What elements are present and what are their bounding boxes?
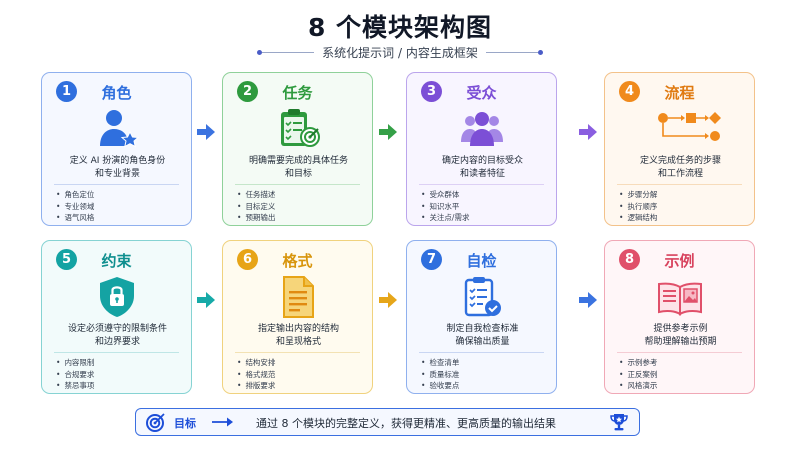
- arrow-right-icon: [579, 124, 597, 140]
- module-description: 提供参考示例帮助理解输出预期: [644, 324, 717, 347]
- module-description: 制定自我检查标准确保输出质量: [446, 324, 519, 347]
- module-description: 指定输出内容的结构和呈现格式: [257, 324, 339, 347]
- goal-text: 通过 8 个模块的完整定义，获得更精准、更高质量的输出结果: [256, 417, 556, 430]
- subtitle-row: 系统化提示词 / 内容生成框架: [0, 44, 800, 60]
- list-item: 预期输出: [237, 212, 275, 224]
- page-subtitle: 系统化提示词 / 内容生成框架: [322, 45, 478, 60]
- module-description: 明确需要完成的具体任务和目标: [248, 156, 348, 179]
- module-bullets: 结构安排 格式规范 排版要求: [237, 357, 275, 392]
- list-item: 风格演示: [619, 380, 657, 392]
- list-item: 内容限制: [56, 357, 94, 369]
- module-title: 任务: [282, 84, 313, 102]
- module-bullets: 检查清单 质量标准 验收要点: [421, 357, 459, 392]
- module-title: 约束: [101, 252, 132, 270]
- module-bullets: 示例参考 正反案例 风格演示: [619, 357, 657, 392]
- list-item: 正反案例: [619, 369, 657, 381]
- list-item: 步骤分解: [619, 189, 657, 201]
- module-title: 格式: [282, 252, 313, 270]
- arrow-right-icon: [212, 417, 233, 427]
- module-bullets: 受众群体 知识水平 关注点/需求: [421, 189, 469, 224]
- list-item: 任务描述: [237, 189, 275, 201]
- arrow-right-icon: [579, 292, 597, 308]
- list-item: 目标定义: [237, 201, 275, 213]
- target-icon: [146, 413, 165, 432]
- list-item: 关注点/需求: [421, 212, 469, 224]
- module-title: 流程: [664, 84, 695, 102]
- module-number: 8: [619, 249, 640, 270]
- list-item: 排版要求: [237, 380, 275, 392]
- module-description: 确定内容的目标受众和读者特征: [441, 156, 523, 179]
- list-item: 合规要求: [56, 369, 94, 381]
- module-description: 设定必须遵守的限制条件和边界要求: [67, 324, 167, 347]
- list-item: 角色定位: [56, 189, 94, 201]
- list-item: 检查清单: [421, 357, 459, 369]
- list-item: 语气风格: [56, 212, 94, 224]
- module-number: 6: [237, 249, 258, 270]
- module-title: 受众: [466, 84, 497, 102]
- module-bullets: 角色定位 专业领域 语气风格: [56, 189, 94, 224]
- subtitle-divider-right: [485, 49, 543, 55]
- module-number: 4: [619, 81, 640, 102]
- module-number: 3: [421, 81, 442, 102]
- list-item: 结构安排: [237, 357, 275, 369]
- list-item: 示例参考: [619, 357, 657, 369]
- subtitle-divider-left: [257, 49, 315, 55]
- module-number: 7: [421, 249, 442, 270]
- arrow-right-icon: [379, 292, 397, 308]
- list-item: 禁忌事项: [56, 380, 94, 392]
- module-bullets: 任务描述 目标定义 预期输出: [237, 189, 275, 224]
- list-item: 验收要点: [421, 380, 459, 392]
- shield-lock-icon: [99, 277, 134, 317]
- module-title: 示例: [664, 252, 695, 270]
- list-item: 逻辑结构: [619, 212, 657, 224]
- document-icon: [282, 276, 314, 318]
- flowchart-icon: [657, 112, 721, 141]
- checklist-icon: [464, 277, 501, 317]
- clipboard-target-icon: [280, 109, 320, 147]
- page-title: 8 个模块架构图: [307, 13, 493, 42]
- module-title: 角色: [101, 84, 132, 102]
- goal-label: 目标: [174, 417, 196, 430]
- list-item: 专业领域: [56, 201, 94, 213]
- module-description: 定义完成任务的步骤和工作流程: [639, 156, 721, 179]
- module-number: 5: [56, 249, 77, 270]
- goal-bar: 目标 通过 8 个模块的完整定义，获得更精准、更高质量的输出结果: [135, 408, 640, 436]
- module-number: 1: [56, 81, 77, 102]
- user-star-icon: [99, 110, 139, 148]
- trophy-icon: [610, 414, 628, 431]
- open-book-icon: [657, 282, 702, 316]
- list-item: 质量标准: [421, 369, 459, 381]
- arrow-right-icon: [197, 292, 215, 308]
- group-icon: [460, 112, 503, 146]
- module-number: 2: [237, 81, 258, 102]
- module-title: 自检: [466, 252, 497, 270]
- module-bullets: 内容限制 合规要求 禁忌事项: [56, 357, 94, 392]
- list-item: 受众群体: [421, 189, 469, 201]
- arrow-right-icon: [379, 124, 397, 140]
- arrow-right-icon: [197, 124, 215, 140]
- list-item: 格式规范: [237, 369, 275, 381]
- list-item: 执行顺序: [619, 201, 657, 213]
- module-bullets: 步骤分解 执行顺序 逻辑结构: [619, 189, 657, 224]
- list-item: 知识水平: [421, 201, 469, 213]
- module-description: 定义 AI 扮演的角色身份和专业背景: [69, 156, 166, 179]
